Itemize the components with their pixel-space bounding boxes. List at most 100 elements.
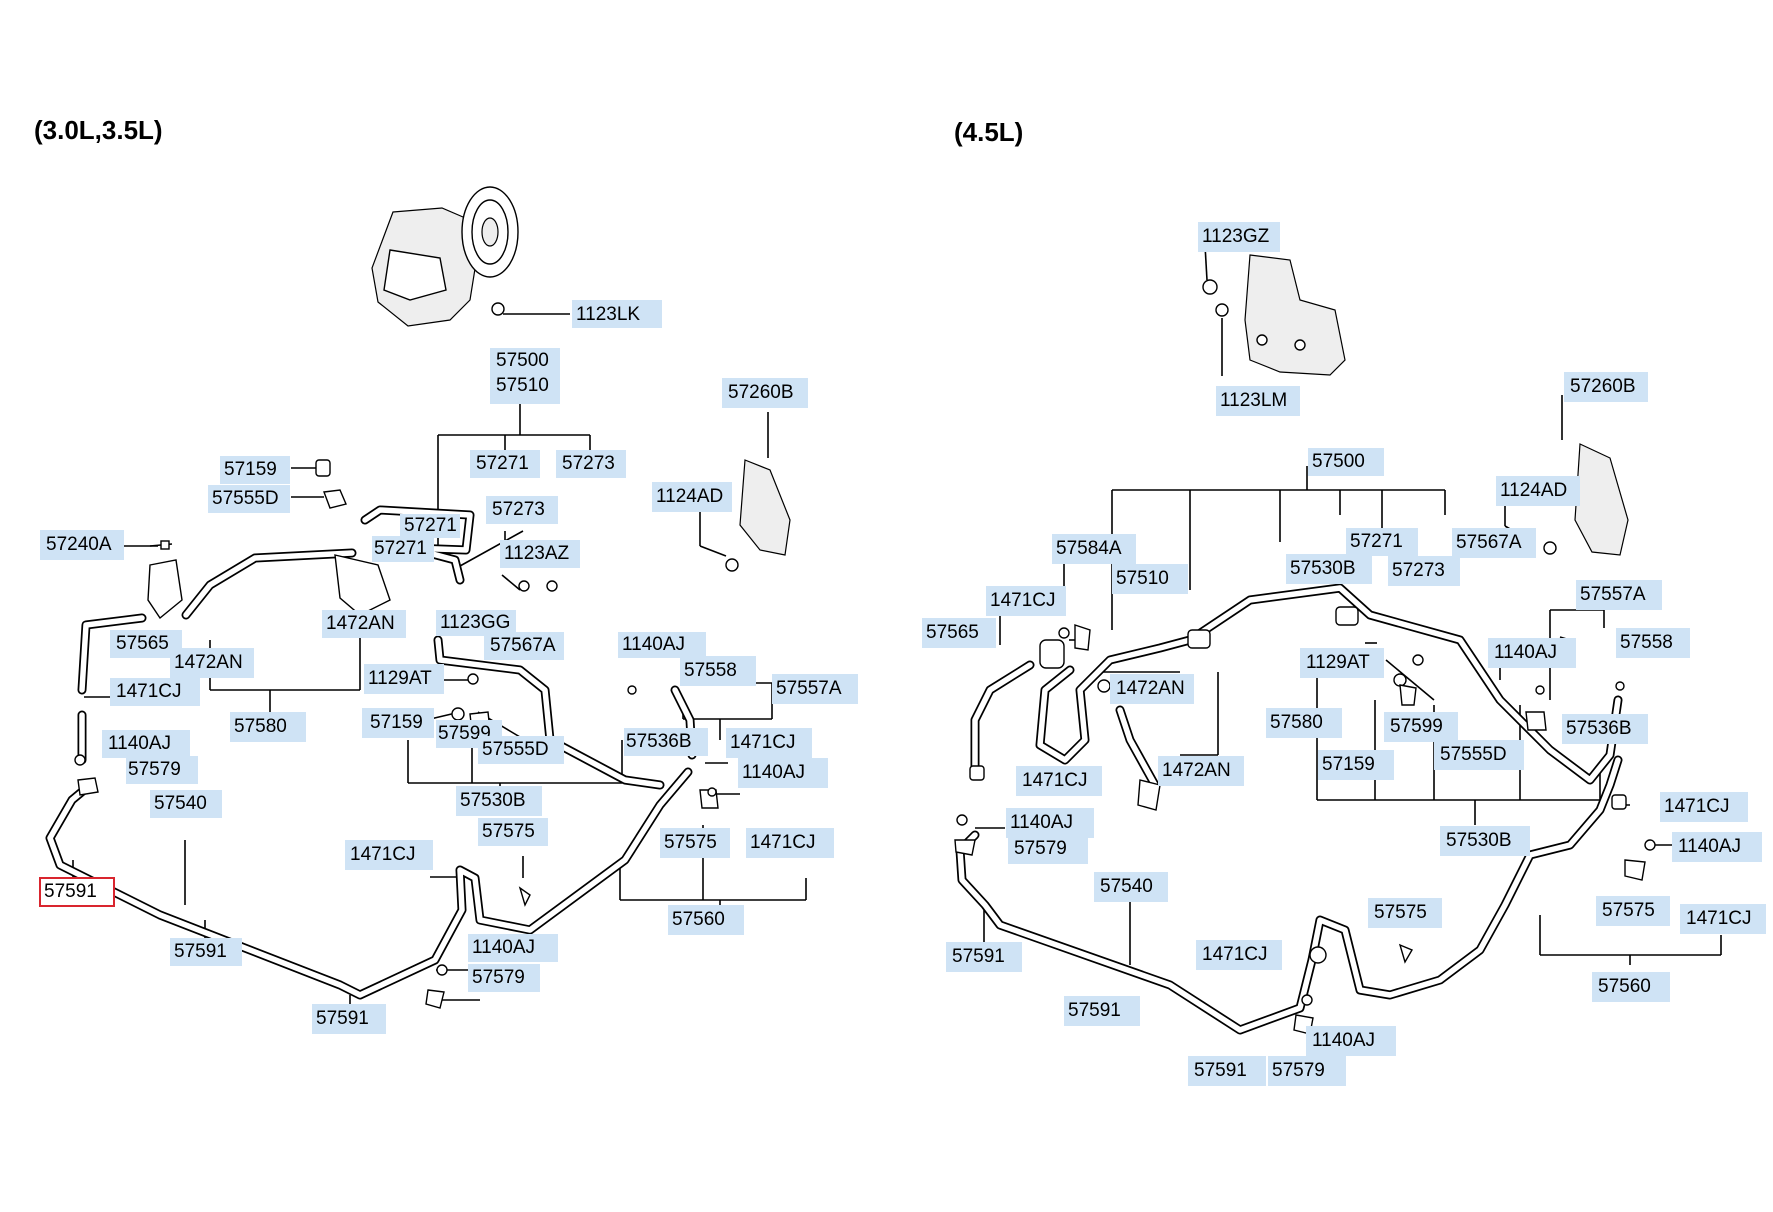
label-1124AD[interactable]: 1124AD	[1496, 476, 1580, 506]
label-1471CJ[interactable]: 1471CJ	[110, 678, 200, 706]
label-1124AD[interactable]: 1124AD	[652, 482, 732, 512]
label-1471CJ[interactable]: 1471CJ	[746, 828, 834, 858]
label-57260B[interactable]: 57260B	[722, 378, 808, 408]
label-57591-selected[interactable]: 57591	[39, 877, 115, 907]
svg-text:1472AN: 1472AN	[1162, 760, 1231, 781]
hose-lines	[45, 505, 697, 1000]
svg-text:1471CJ: 1471CJ	[1202, 944, 1268, 965]
label-1471CJ[interactable]: 1471CJ	[1016, 766, 1102, 796]
label-57530B[interactable]: 57530B	[1440, 826, 1530, 856]
label-1472AN[interactable]: 1472AN	[1158, 756, 1244, 786]
svg-text:1471CJ: 1471CJ	[350, 844, 416, 865]
label-1471CJ[interactable]: 1471CJ	[1680, 904, 1766, 934]
label-1123AZ[interactable]: 1123AZ	[500, 540, 580, 568]
svg-text:1471CJ: 1471CJ	[116, 681, 182, 702]
label-57159[interactable]: 57159	[1318, 750, 1394, 780]
label-57510[interactable]: 57510	[1112, 564, 1188, 594]
label-1140AJ[interactable]: 1140AJ	[1488, 638, 1576, 668]
label-1129AT[interactable]: 1129AT	[1300, 648, 1384, 678]
label-1140AJ[interactable]: 1140AJ	[468, 934, 558, 962]
svg-text:57536B: 57536B	[1566, 718, 1632, 739]
label-1140AJ[interactable]: 1140AJ	[1672, 832, 1762, 862]
label-57579[interactable]: 57579	[1008, 834, 1088, 864]
label-57530B[interactable]: 57530B	[1286, 554, 1372, 584]
label-57540[interactable]: 57540	[150, 790, 222, 818]
label-57273[interactable]: 57273	[1388, 556, 1460, 586]
label-57599[interactable]: 57599	[436, 720, 502, 748]
label-57579[interactable]: 57579	[468, 964, 540, 992]
label-57271[interactable]: 57271	[1346, 528, 1418, 556]
label-57500[interactable]: 57500	[490, 348, 560, 372]
label-57591[interactable]: 57591	[312, 1004, 386, 1034]
label-57591[interactable]: 57591	[1188, 1056, 1266, 1086]
label-57555D[interactable]: 57555D	[478, 736, 564, 764]
label-1471CJ[interactable]: 1471CJ	[345, 840, 433, 870]
svg-text:57591: 57591	[316, 1008, 369, 1029]
label-57575[interactable]: 57575	[478, 818, 548, 846]
label-57536B[interactable]: 57536B	[1562, 714, 1648, 744]
label-57240A[interactable]: 57240A	[40, 530, 124, 560]
part-labels: 1123LK 57500 57510 57271 57273 57159 575…	[39, 300, 858, 1034]
label-57540[interactable]: 57540	[1094, 872, 1168, 902]
label-57530B[interactable]: 57530B	[456, 786, 542, 816]
label-57599[interactable]: 57599	[1384, 712, 1458, 742]
label-57584A[interactable]: 57584A	[1052, 534, 1136, 564]
label-57575[interactable]: 57575	[1596, 896, 1670, 926]
svg-text:57530B: 57530B	[1446, 830, 1512, 851]
label-57580[interactable]: 57580	[1266, 708, 1342, 738]
label-57271[interactable]: 57271	[400, 514, 460, 538]
svg-text:57271: 57271	[404, 515, 457, 536]
label-1140AJ[interactable]: 1140AJ	[1306, 1026, 1396, 1056]
label-57557A[interactable]: 57557A	[772, 674, 858, 704]
svg-text:57575: 57575	[664, 832, 717, 853]
label-1472AN[interactable]: 1472AN	[1110, 674, 1194, 704]
label-1472AN[interactable]: 1472AN	[322, 610, 406, 638]
label-57591[interactable]: 57591	[946, 942, 1022, 972]
label-1123LK[interactable]: 1123LK	[572, 300, 662, 328]
label-57555D[interactable]: 57555D	[208, 485, 290, 513]
label-57580[interactable]: 57580	[230, 712, 306, 742]
label-57159[interactable]: 57159	[362, 708, 434, 738]
label-57560[interactable]: 57560	[1592, 972, 1670, 1002]
label-1123LM[interactable]: 1123LM	[1216, 386, 1300, 416]
label-57575[interactable]: 57575	[1368, 898, 1442, 928]
label-57591[interactable]: 57591	[170, 938, 242, 966]
label-57558[interactable]: 57558	[1616, 628, 1690, 658]
label-57510[interactable]: 57510	[490, 372, 560, 404]
label-57273[interactable]: 57273	[556, 450, 626, 478]
label-57579[interactable]: 57579	[1268, 1056, 1346, 1086]
label-1471CJ[interactable]: 1471CJ	[986, 586, 1066, 616]
label-57591[interactable]: 57591	[1064, 996, 1140, 1026]
label-1471CJ[interactable]: 1471CJ	[1660, 792, 1748, 822]
label-57557A[interactable]: 57557A	[1576, 580, 1662, 610]
label-57555D[interactable]: 57555D	[1434, 740, 1524, 770]
label-57271[interactable]: 57271	[372, 536, 434, 562]
label-57579[interactable]: 57579	[126, 756, 198, 784]
label-1140AJ[interactable]: 1140AJ	[738, 758, 828, 788]
label-57567A[interactable]: 57567A	[484, 632, 564, 660]
svg-text:57530B: 57530B	[1290, 558, 1356, 579]
label-57159[interactable]: 57159	[220, 456, 290, 484]
svg-text:1123GZ: 1123GZ	[1202, 226, 1270, 247]
label-1471CJ[interactable]: 1471CJ	[1196, 940, 1282, 970]
label-1123GZ[interactable]: 1123GZ	[1198, 222, 1280, 252]
label-1140AJ[interactable]: 1140AJ	[1006, 808, 1094, 838]
svg-text:1124AD: 1124AD	[1500, 480, 1567, 501]
label-1472AN[interactable]: 1472AN	[170, 648, 254, 678]
label-57271[interactable]: 57271	[470, 450, 540, 478]
label-1129AT[interactable]: 1129AT	[364, 664, 444, 694]
label-1471CJ[interactable]: 1471CJ	[726, 728, 812, 758]
label-57536B[interactable]: 57536B	[624, 728, 708, 756]
label-57500[interactable]: 57500	[1308, 448, 1384, 476]
svg-text:57565: 57565	[116, 633, 169, 654]
label-1140AJ[interactable]: 1140AJ	[618, 632, 706, 658]
label-57575[interactable]: 57575	[660, 828, 730, 858]
label-57560[interactable]: 57560	[668, 905, 744, 935]
label-1140AJ[interactable]: 1140AJ	[102, 730, 190, 758]
label-1123GG[interactable]: 1123GG	[436, 610, 516, 636]
label-57260B[interactable]: 57260B	[1564, 372, 1648, 402]
label-57565[interactable]: 57565	[922, 618, 996, 648]
label-57558[interactable]: 57558	[680, 656, 756, 686]
label-57273[interactable]: 57273	[486, 496, 558, 524]
label-57567A[interactable]: 57567A	[1452, 528, 1536, 558]
